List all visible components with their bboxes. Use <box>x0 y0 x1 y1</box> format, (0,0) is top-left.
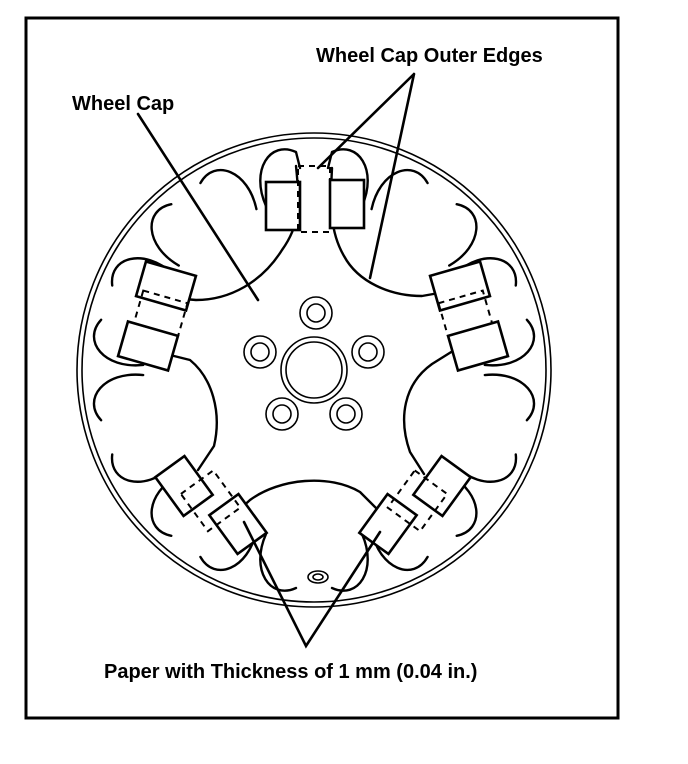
valve-stem <box>307 570 329 584</box>
outer-edges-label: Wheel Cap Outer Edges <box>316 45 543 67</box>
wheel-cap-outline <box>148 164 466 522</box>
paper-pads <box>116 165 510 556</box>
diagram-frame <box>24 16 620 720</box>
paper-leader <box>242 520 382 649</box>
hub-center-bore <box>280 336 348 404</box>
outer-edges-leader <box>316 72 416 280</box>
wheel-cap-leader <box>136 112 260 302</box>
lug-holes <box>243 296 385 431</box>
spoke-openings <box>92 148 536 592</box>
paper-thickness-label: Paper with Thickness of 1 mm (0.04 in.) <box>104 661 477 683</box>
wheel-cap-label: Wheel Cap <box>72 93 174 115</box>
wheel-rim <box>76 132 552 608</box>
